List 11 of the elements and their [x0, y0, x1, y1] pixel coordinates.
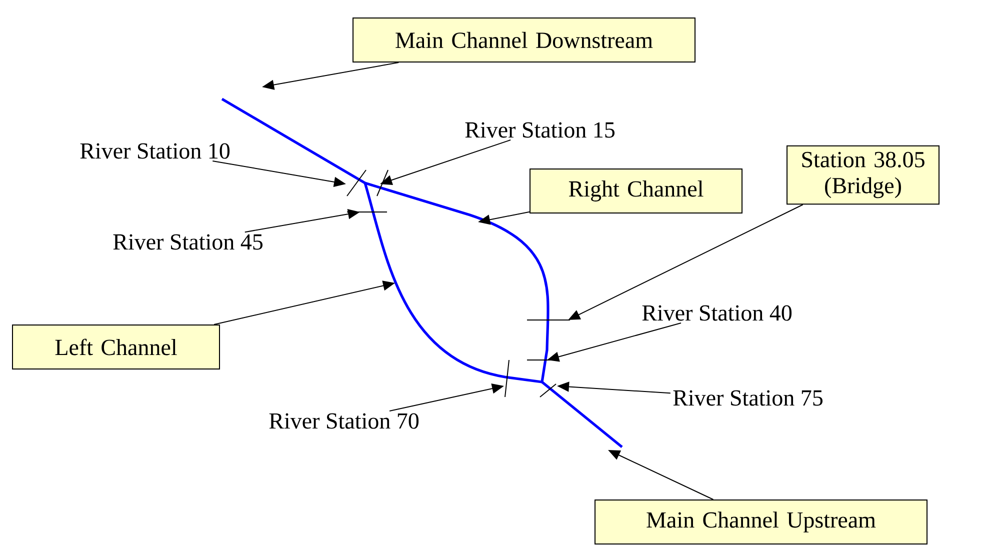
station-label: River Station 15	[465, 122, 615, 138]
label-box: Left Channel	[12, 324, 220, 370]
label-box: Main Channel Downstream	[352, 18, 696, 62]
label-box: Main Channel Upstream	[594, 500, 928, 544]
label-box: Station 38.05 (Bridge)	[786, 145, 940, 205]
label-box: Right Channel	[530, 168, 742, 214]
station-label: River Station 70	[269, 413, 419, 429]
station-label: River Station 45	[113, 234, 262, 250]
station-label: River Station 10	[80, 143, 230, 159]
station-label: River Station 75	[673, 390, 823, 406]
station-label: River Station 40	[642, 305, 792, 321]
